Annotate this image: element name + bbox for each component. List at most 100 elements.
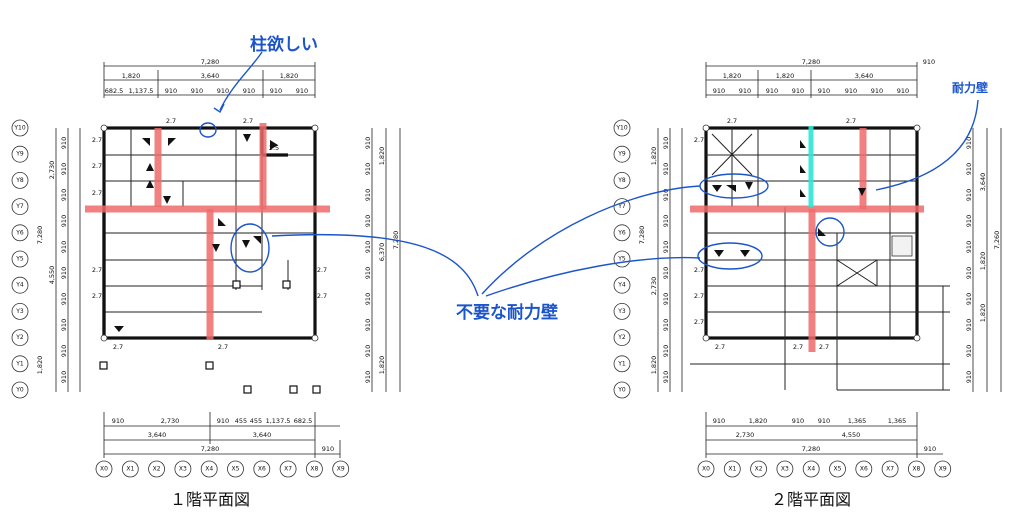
annotation-arrow-f2-lower xyxy=(485,256,701,297)
annotation-circle-f2-center xyxy=(815,217,845,247)
svg-text:X3: X3 xyxy=(781,466,789,473)
f1-beam-label: 2.7 xyxy=(243,117,253,125)
svg-text:X5: X5 xyxy=(834,466,842,473)
f2-grid-bubble-x0: X0 xyxy=(697,460,715,478)
f1-bottom-dim: 910 xyxy=(217,417,229,425)
f1-right-dim: 910 xyxy=(364,371,372,383)
f1-right-dim: 910 xyxy=(364,215,372,227)
f1-grid-bubble-y0: Y0 xyxy=(11,381,29,399)
f1-right-dim: 910 xyxy=(364,293,372,305)
f2-top-dim: 910 xyxy=(845,87,857,95)
f1-grid-bubble-x2: X2 xyxy=(148,460,166,478)
f1-bottom-dim: 2,730 xyxy=(161,417,180,425)
f2-grid-bubble-x6: X6 xyxy=(855,460,873,478)
svg-text:X0: X0 xyxy=(100,466,108,473)
svg-text:Y2: Y2 xyxy=(15,334,24,341)
svg-text:Y10: Y10 xyxy=(615,125,627,132)
svg-text:Y4: Y4 xyxy=(15,282,24,289)
svg-text:X2: X2 xyxy=(153,466,161,473)
f1-right-dim: 6,370 xyxy=(378,243,386,262)
f2-top-dim: 910 xyxy=(897,87,909,95)
f1-left-dim: 910 xyxy=(60,189,68,201)
f2-top-dim: 910 xyxy=(818,87,830,95)
f1-right-dim: 910 xyxy=(364,189,372,201)
f1-left-dim: 4,550 xyxy=(48,266,56,285)
f2-right-dim: 910 xyxy=(965,345,973,357)
f1-grid-bubble-y7: Y7 xyxy=(11,198,29,216)
second-floor-plan: 7,280 910 1,820 1,820 3,640 910 910 910 … xyxy=(613,58,1002,509)
f2-grid-bubble-x8: X8 xyxy=(908,460,925,478)
f1-grid-bubble-y1: Y1 xyxy=(11,355,29,373)
f2-left-dim: 910 xyxy=(662,137,670,149)
f2-top-dim: 3,640 xyxy=(855,72,874,80)
f1-grid-bubble-y6: Y6 xyxy=(11,224,29,242)
f1-top-dim: 910 xyxy=(243,87,255,95)
f1-beam-label: 2.7 xyxy=(92,189,102,197)
f1-caption: １階平面図 xyxy=(170,490,250,509)
svg-text:Y4: Y4 xyxy=(617,282,626,289)
f1-left-dim: 910 xyxy=(60,345,68,357)
f2-right-dim: 910 xyxy=(965,189,973,201)
f1-beam-label: 2.7 xyxy=(317,292,327,300)
svg-text:Y1: Y1 xyxy=(617,360,626,367)
f1-bottom-dim: 1,137.5 xyxy=(266,417,291,425)
svg-text:X9: X9 xyxy=(337,466,345,473)
svg-text:X4: X4 xyxy=(205,466,213,473)
f1-bottom-dimensions: 910 2,730 910 455 455 1,137.5 682.5 3,64… xyxy=(103,412,341,458)
svg-text:Y7: Y7 xyxy=(15,203,24,210)
f1-grid-bubble-x7: X7 xyxy=(279,460,297,478)
f1-right-dim: 910 xyxy=(364,137,372,149)
f2-right-dim: 910 xyxy=(965,319,973,331)
f2-top-dim: 910 xyxy=(871,87,883,95)
annotation-bearing-wall: 耐力壁 xyxy=(952,80,988,95)
f2-bottom-dim: 2,730 xyxy=(736,431,755,439)
f1-top-dim: 910 xyxy=(165,87,177,95)
f2-caption: ２階平面図 xyxy=(771,490,851,509)
f2-left-dim: 910 xyxy=(662,241,670,253)
f2-left-dim: 910 xyxy=(662,189,670,201)
f2-right-dim: 910 xyxy=(965,215,973,227)
svg-text:Y9: Y9 xyxy=(617,151,626,158)
svg-text:X7: X7 xyxy=(886,466,894,473)
svg-text:X8: X8 xyxy=(310,466,318,473)
svg-text:X3: X3 xyxy=(179,466,187,473)
f1-top-dim: 910 xyxy=(191,87,203,95)
f2-grid-bubble-x7: X7 xyxy=(881,460,899,478)
svg-text:X4: X4 xyxy=(807,466,815,473)
f2-grid-bubble-y8: Y8 xyxy=(613,171,631,189)
f2-beam-label: 2.7 xyxy=(846,117,856,125)
svg-text:X1: X1 xyxy=(126,466,134,473)
svg-text:X6: X6 xyxy=(258,466,266,473)
f2-grid-bubble-x2: X2 xyxy=(750,460,767,478)
f2-right-dim: 910 xyxy=(965,267,973,279)
f2-bottom-total: 7,280 xyxy=(802,445,821,453)
f2-left-total: 7,280 xyxy=(638,226,646,245)
svg-text:X7: X7 xyxy=(284,466,292,473)
f1-bottom-total: 7,280 xyxy=(201,445,220,453)
f2-grid-bubble-x9: X9 xyxy=(934,460,952,478)
f2-left-dim: 1,820 xyxy=(650,147,658,166)
f2-top-dim: 910 xyxy=(739,87,751,95)
svg-text:Y8: Y8 xyxy=(15,177,24,184)
f2-grid-bubble-x5: X5 xyxy=(829,460,846,478)
f1-top-dim: 1,820 xyxy=(122,72,141,80)
f1-grid-bubble-y2: Y2 xyxy=(11,329,29,347)
f2-right-dim: 3,640 xyxy=(979,173,987,192)
handwritten-annotations: 柱欲しい 耐力壁 不要な耐力壁 xyxy=(199,34,988,323)
f1-beam-label: 2.7 xyxy=(317,266,327,274)
f2-right-total: 7,260 xyxy=(993,231,1001,250)
f2-grid-bubble-y2: Y2 xyxy=(613,329,631,347)
f2-left-dim: 910 xyxy=(662,163,670,175)
f1-grid-bubble-x9: X9 xyxy=(332,460,350,478)
f1-top-total: 7,280 xyxy=(201,58,220,66)
svg-text:X0: X0 xyxy=(702,466,710,473)
f2-right-dim: 910 xyxy=(965,293,973,305)
f1-grid-bubble-x4: X4 xyxy=(200,460,218,478)
f1-top-dim: 3,640 xyxy=(201,72,220,80)
f2-grid-bubble-x3: X3 xyxy=(776,460,794,478)
f1-grid-bubble-x6: X6 xyxy=(253,460,271,478)
f2-top-dim: 1,820 xyxy=(723,72,742,80)
